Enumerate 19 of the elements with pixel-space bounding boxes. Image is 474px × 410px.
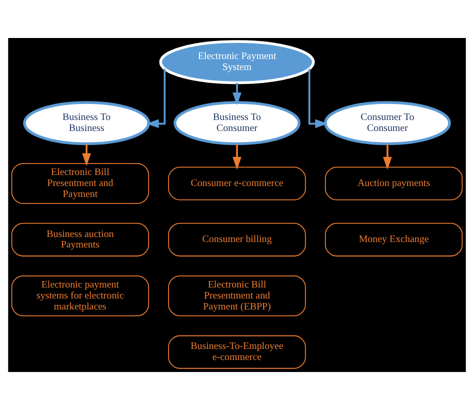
- node-ellipse: Business To Business: [23, 101, 150, 146]
- node-box: Consumer e-commerce: [168, 166, 306, 200]
- node-ellipse: Consumer To Consumer: [324, 101, 451, 146]
- node-ellipse: Electronic Payment System: [159, 40, 315, 84]
- node-box: Electronic payment systems for electronic marketplaces: [11, 275, 150, 316]
- node-box: Business-To-Employee e-commerce: [168, 335, 306, 369]
- arrow: [232, 144, 242, 170]
- arrow: [383, 144, 392, 170]
- node-box: Electronic Bill Presentment and Payment (EBPP): [168, 275, 306, 316]
- node-ellipse: Business To Consumer: [174, 101, 300, 146]
- arrow: [308, 68, 328, 128]
- arrow: [232, 82, 242, 106]
- node-box: Electronic Bill Presentment and Payment: [11, 163, 150, 204]
- arrow: [82, 144, 91, 166]
- node-box: Auction payments: [324, 166, 463, 200]
- node-box: Consumer billing: [168, 222, 306, 256]
- node-box: Business auction Payments: [11, 222, 150, 256]
- arrow: [146, 68, 166, 128]
- node-box: Money Exchange: [324, 222, 463, 256]
